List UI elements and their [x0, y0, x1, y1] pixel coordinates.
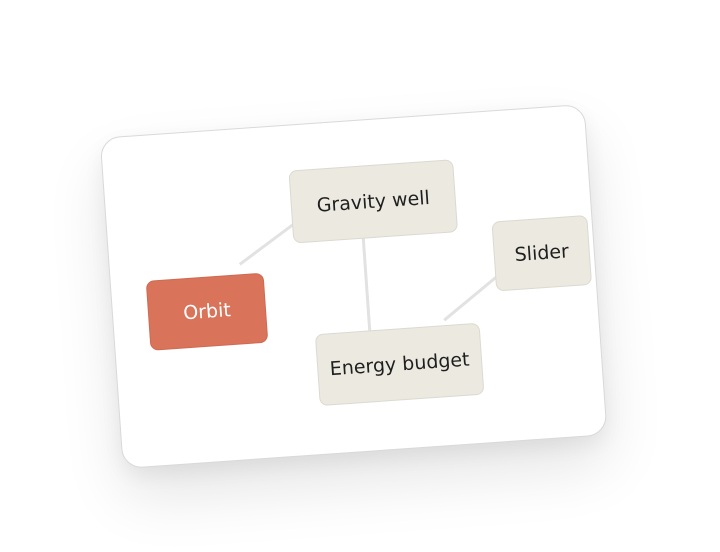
node-gravity-well[interactable]: Gravity well — [288, 159, 459, 244]
node-energy-budget[interactable]: Energy budget — [314, 322, 485, 407]
node-slider[interactable]: Slider — [491, 214, 593, 292]
node-slider-label: Slider — [513, 240, 570, 267]
node-orbit[interactable]: Orbit — [145, 272, 269, 351]
node-gravity-well-label: Gravity well — [315, 186, 431, 217]
edge-slider-energy-budget — [443, 271, 502, 322]
diagram-card: Gravity well Orbit Slider Energy budget — [99, 103, 608, 469]
node-energy-budget-label: Energy budget — [329, 348, 471, 381]
node-orbit-label: Orbit — [182, 299, 232, 325]
